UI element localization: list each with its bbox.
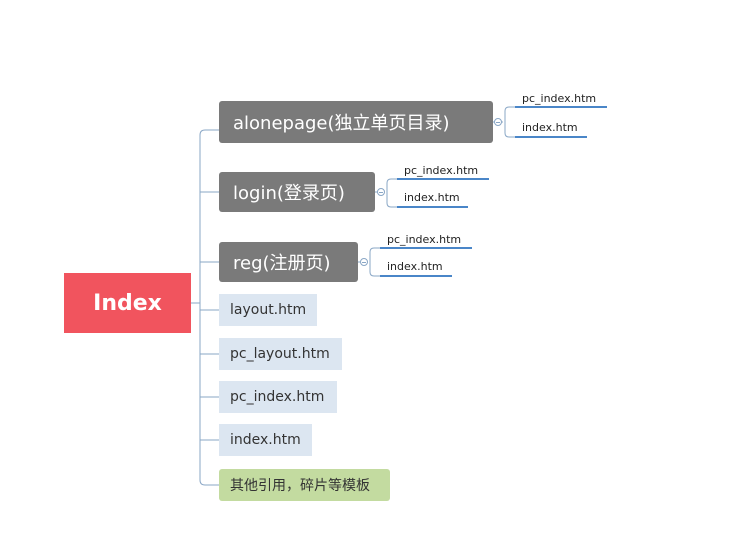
- branch-node-other-templates[interactable]: 其他引用，碎片等模板: [219, 469, 390, 501]
- branch-node-label: layout.htm: [230, 302, 307, 318]
- leaf-node-pc-index[interactable]: pc_index.htm: [387, 233, 462, 246]
- branch-node-label: alonepage(独立单页目录): [233, 113, 450, 134]
- branch-node-label: 其他引用，碎片等模板: [230, 478, 370, 494]
- collapse-toggle-icon[interactable]: [377, 188, 385, 196]
- branch-node-pc-layout[interactable]: pc_layout.htm: [219, 338, 342, 370]
- branch-node-alonepage[interactable]: alonepage(独立单页目录): [219, 101, 493, 143]
- branch-node-label: reg(注册页): [233, 253, 331, 274]
- branch-node-pc-index[interactable]: pc_index.htm: [219, 381, 337, 413]
- collapse-toggle-icon[interactable]: [360, 258, 368, 266]
- trunk-line: [199, 129, 206, 486]
- branch-node-layout[interactable]: layout.htm: [219, 294, 317, 326]
- branch-node-label: login(登录页): [233, 183, 345, 204]
- branch-node-label: pc_index.htm: [230, 389, 325, 405]
- branch-node-login[interactable]: login(登录页): [219, 172, 375, 212]
- sub-bracket: [386, 178, 397, 208]
- leaf-node-pc-index[interactable]: pc_index.htm: [404, 164, 479, 177]
- branch-node-reg[interactable]: reg(注册页): [219, 242, 358, 282]
- root-node-label: Index: [93, 290, 162, 316]
- leaf-node-index[interactable]: index.htm: [387, 260, 443, 273]
- collapse-toggle-icon[interactable]: [494, 118, 502, 126]
- root-node-index[interactable]: Index: [64, 273, 191, 333]
- leaf-node-index[interactable]: index.htm: [404, 191, 460, 204]
- sub-bracket: [504, 106, 515, 138]
- branch-node-index[interactable]: index.htm: [219, 424, 312, 456]
- leaf-node-pc-index[interactable]: pc_index.htm: [522, 92, 597, 105]
- sub-bracket: [369, 247, 380, 277]
- leaf-node-index[interactable]: index.htm: [522, 121, 578, 134]
- branch-node-label: index.htm: [230, 432, 301, 448]
- branch-node-label: pc_layout.htm: [230, 346, 330, 362]
